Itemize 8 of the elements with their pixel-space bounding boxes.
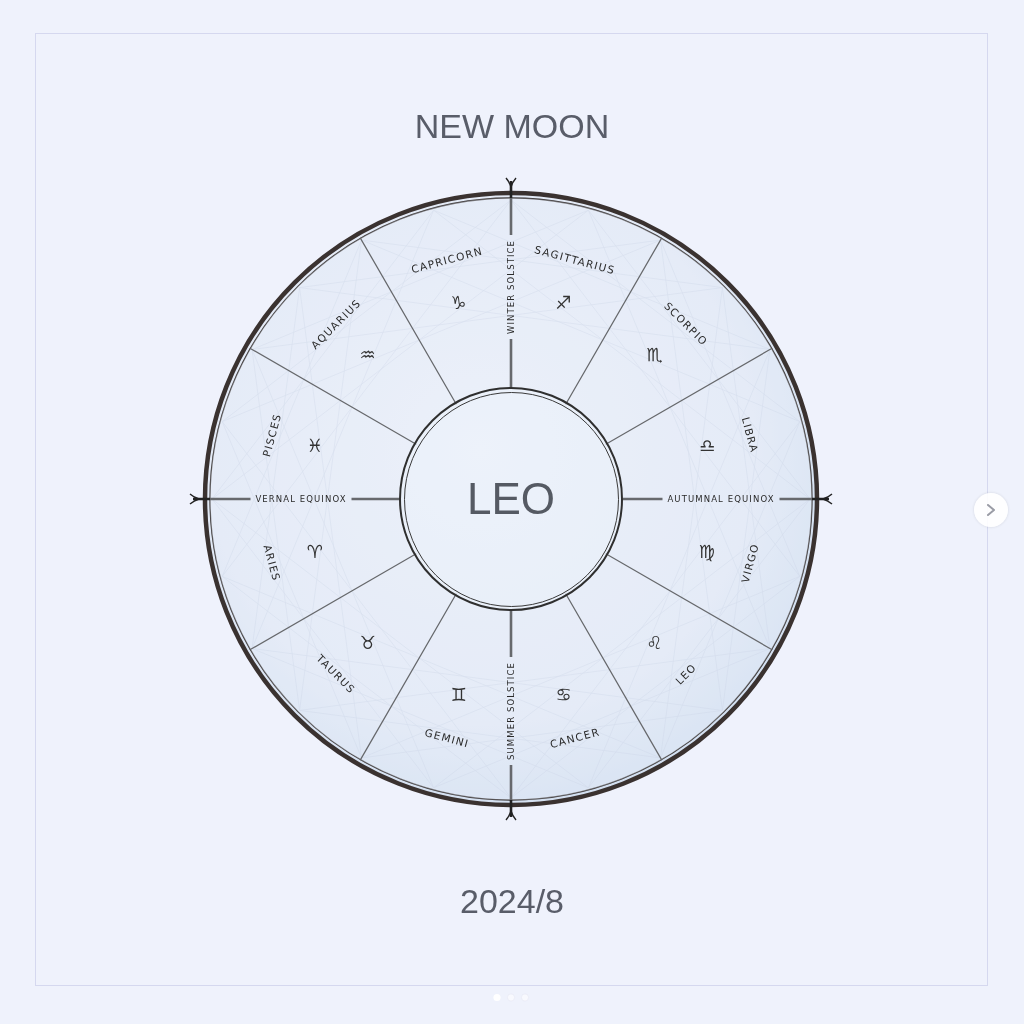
title: NEW MOON [414,109,610,143]
sign-symbol: ♋ [555,686,572,705]
sign-symbol: ♍ [699,542,716,561]
spoke-label: SUMMER SOLSTICE [506,662,516,760]
center-label: LEO [467,477,555,521]
caption: 2024/8 [460,884,564,918]
sign-symbol: ♌ [646,633,663,652]
sign-name: VIRGO [739,542,760,584]
